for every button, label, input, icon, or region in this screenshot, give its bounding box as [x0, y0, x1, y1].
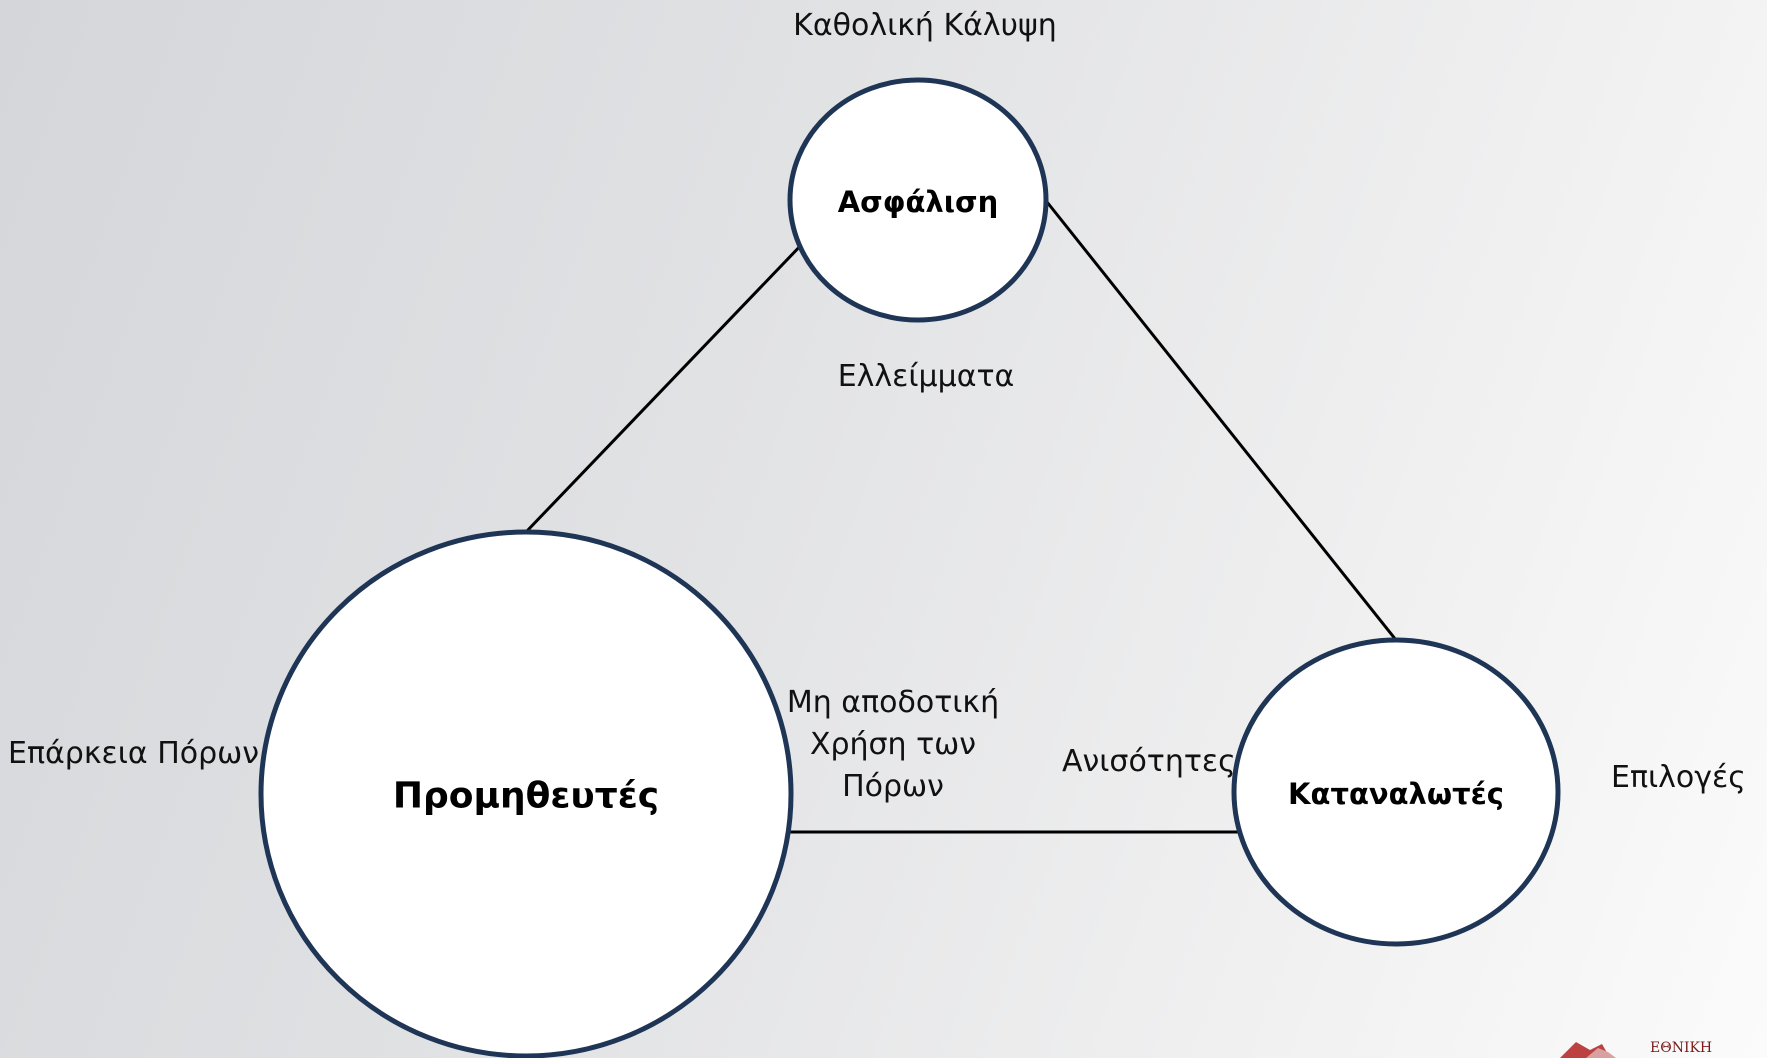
label-deficits: Ελλείμματα — [837, 359, 1015, 394]
label-inequalities: Ανισότητες — [1062, 744, 1236, 779]
label-resource-sufficiency: Επάρκεια Πόρων — [8, 736, 260, 771]
label-universal-coverage: Καθολική Κάλυψη — [793, 8, 1057, 43]
node-suppliers-label: Προμηθευτές — [392, 775, 660, 817]
edge-insurance-consumers — [1045, 201, 1398, 641]
label-choices: Επιλογές — [1611, 760, 1746, 795]
node-suppliers-circle — [258, 529, 794, 1058]
logo-mark — [1560, 1042, 1616, 1058]
logo-text: ΕΘΝΙΚΗ — [1650, 1040, 1713, 1056]
label-inefficient-line3: Πόρων — [842, 769, 944, 804]
node-insurance-circle — [787, 77, 1049, 323]
edge-insurance-suppliers — [524, 238, 808, 534]
node-consumers-label: Καταναλωτές — [1288, 777, 1504, 811]
label-inefficient-line1: Μη αποδοτική — [786, 685, 1000, 720]
label-inefficient-line2: Χρήση των — [809, 727, 977, 762]
label-inefficient-use: Μη αποδοτική Χρήση των Πόρων — [787, 682, 999, 808]
node-consumers-circle — [1231, 637, 1561, 947]
node-insurance-label: Ασφάλιση — [837, 185, 999, 219]
